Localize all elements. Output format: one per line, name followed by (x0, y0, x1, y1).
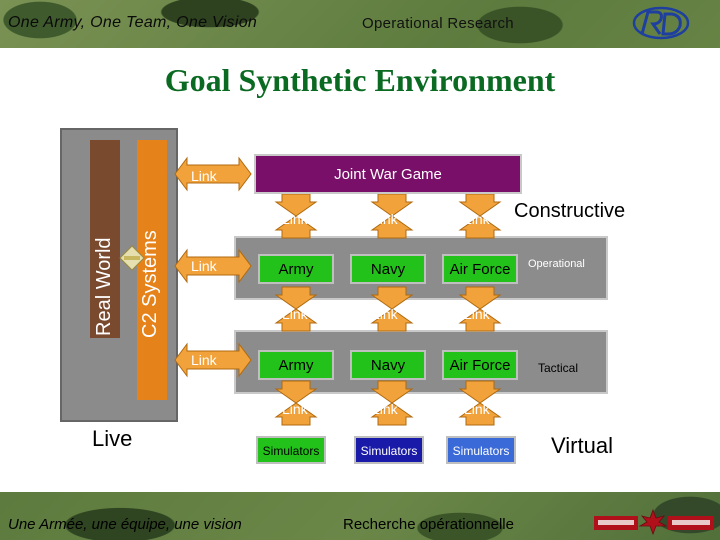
link-label: Link (282, 211, 308, 227)
header-department: Operational Research (362, 15, 514, 32)
c2-systems-label: C2 Systems (139, 230, 161, 338)
link-label: Link (372, 211, 398, 227)
side-link-label: Link (191, 168, 217, 184)
link-label: Link (464, 306, 490, 322)
tactical-air-force-box: Air Force (442, 350, 518, 380)
operational-navy-box: Navy (350, 254, 426, 284)
header: One Army, One Team, One Vision Operation… (0, 0, 720, 48)
side-link-label: Link (191, 258, 217, 274)
page-title: Goal Synthetic Environment (164, 62, 556, 98)
link-label: Link (282, 306, 308, 322)
link-label: Link (372, 306, 398, 322)
joint-war-game-box: Joint War Game (254, 154, 522, 194)
simulators-box-army: Simulators (256, 436, 326, 464)
tactical-army-box: Army (258, 350, 334, 380)
operational-label: Operational (528, 258, 585, 270)
link-label: Link (464, 401, 490, 417)
virtual-label: Virtual (551, 433, 613, 458)
real-world-label: Real World (93, 237, 115, 336)
operational-air-force-box: Air Force (442, 254, 518, 284)
rd-logo-icon (632, 6, 690, 40)
link-label: Link (372, 401, 398, 417)
tactical-navy-box: Navy (350, 350, 426, 380)
header-motto: One Army, One Team, One Vision (8, 14, 258, 31)
simulators-box-air-force: Simulators (446, 436, 516, 464)
real-world-bar (90, 140, 120, 338)
link-label: Link (464, 211, 490, 227)
constructive-label: Constructive (514, 200, 626, 222)
operational-army-box: Army (258, 254, 334, 284)
army-emblem-icon (594, 508, 714, 536)
footer-department-fr: Recherche opérationnelle (343, 516, 514, 533)
live-label: Live (92, 426, 133, 451)
tactical-label: Tactical (538, 361, 579, 375)
simulators-box-navy: Simulators (354, 436, 424, 464)
side-link-label: Link (191, 352, 217, 368)
footer-motto-fr: Une Armée, une équipe, une vision (8, 516, 242, 533)
link-label: Link (282, 401, 308, 417)
